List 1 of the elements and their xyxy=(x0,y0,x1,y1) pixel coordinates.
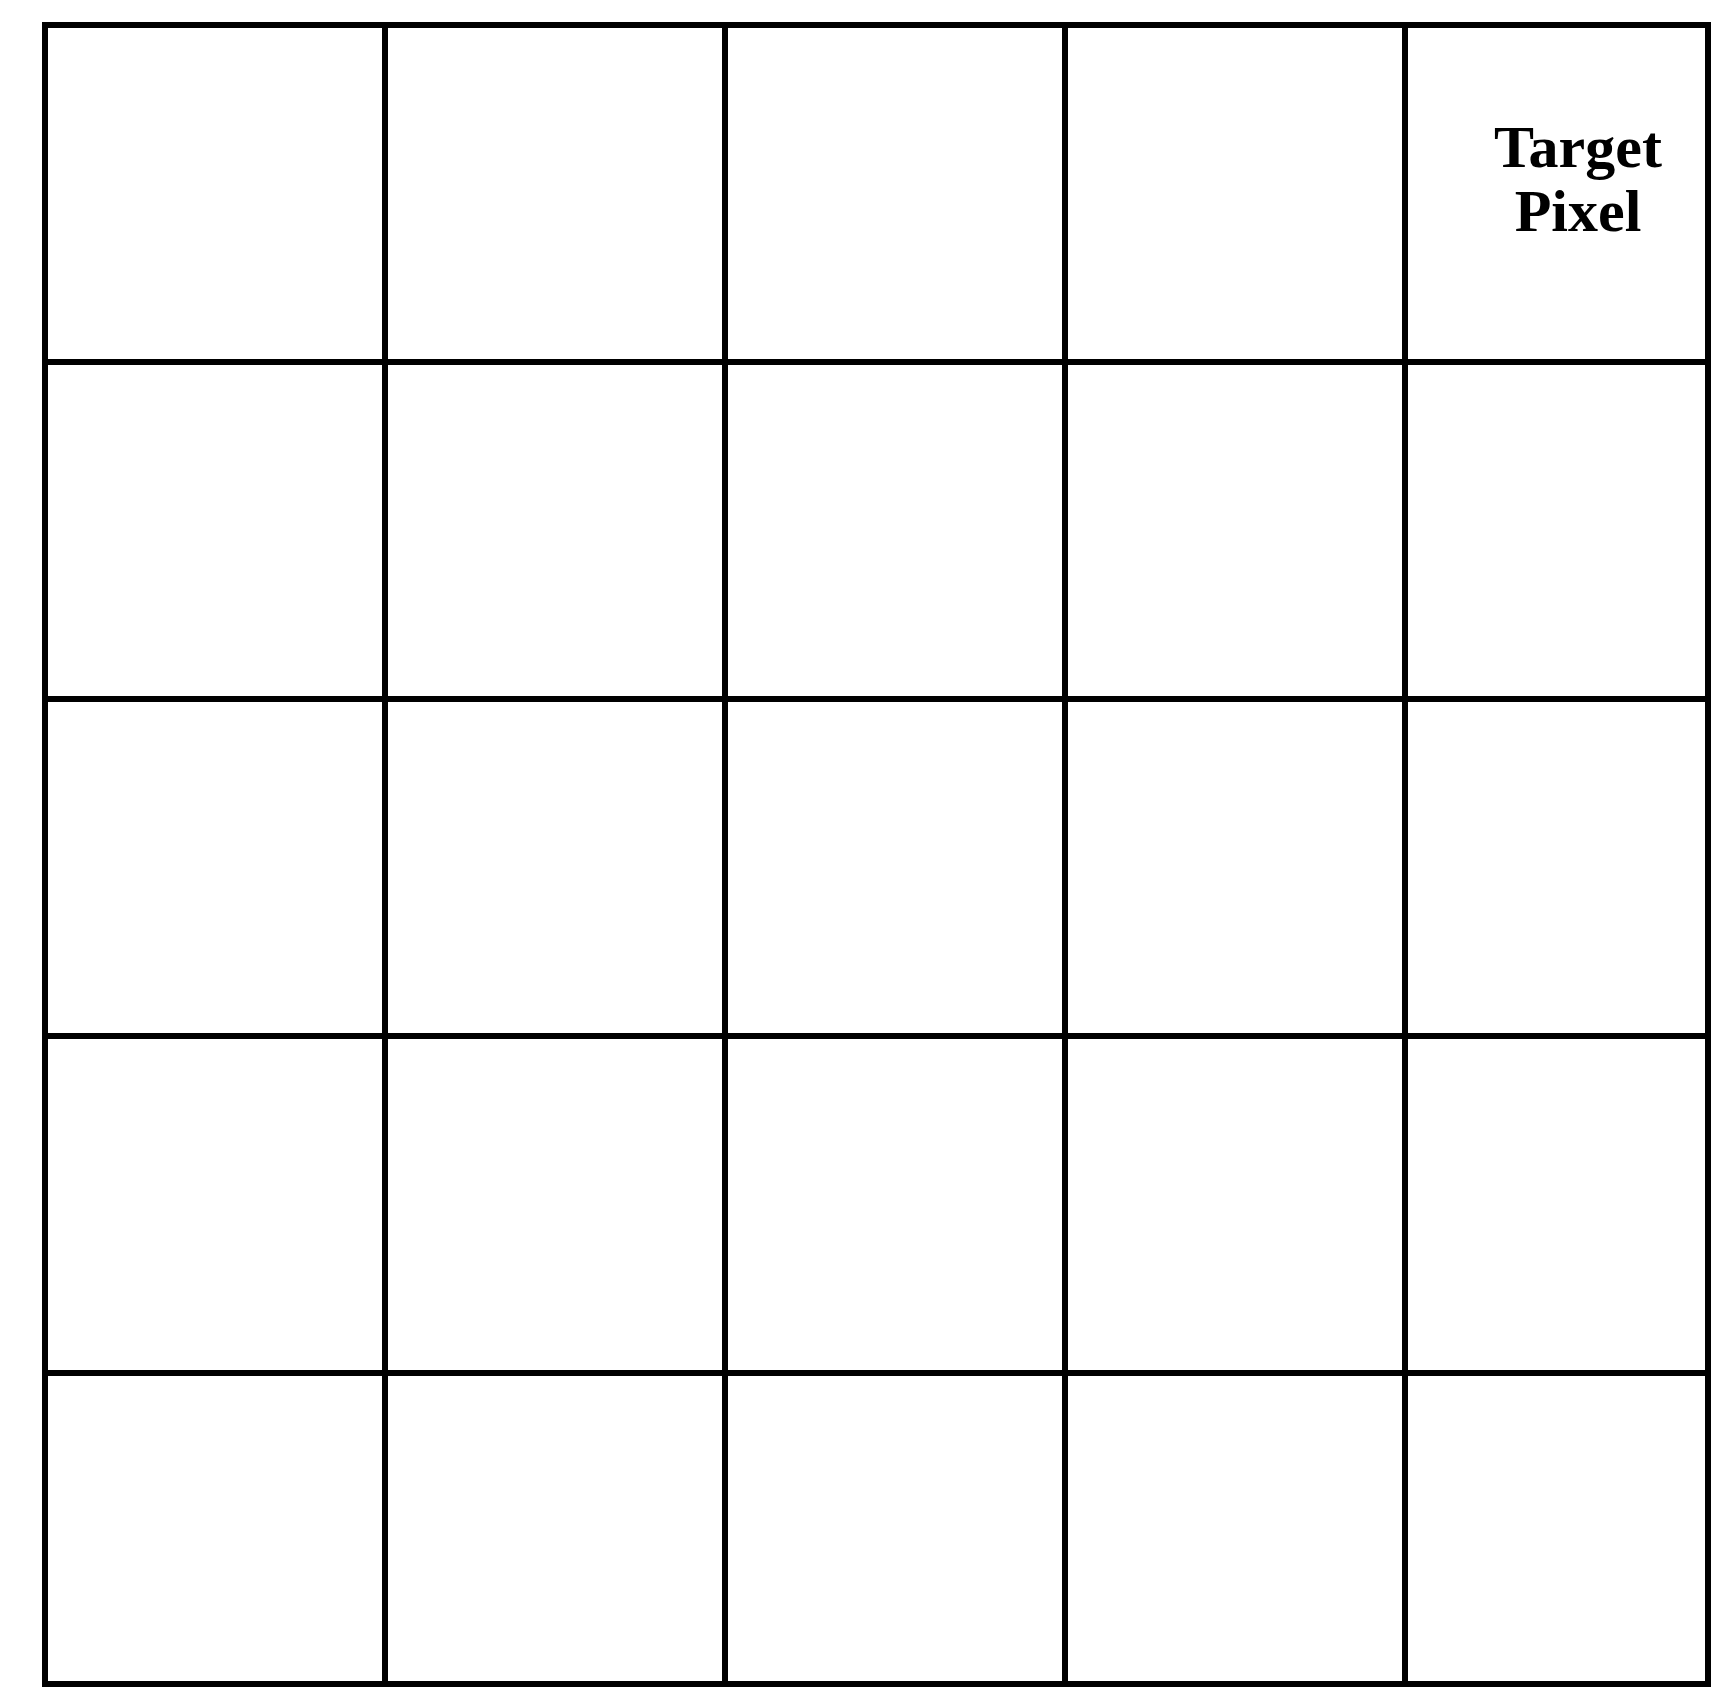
cell-label: Target Pixel xyxy=(1493,115,1663,243)
